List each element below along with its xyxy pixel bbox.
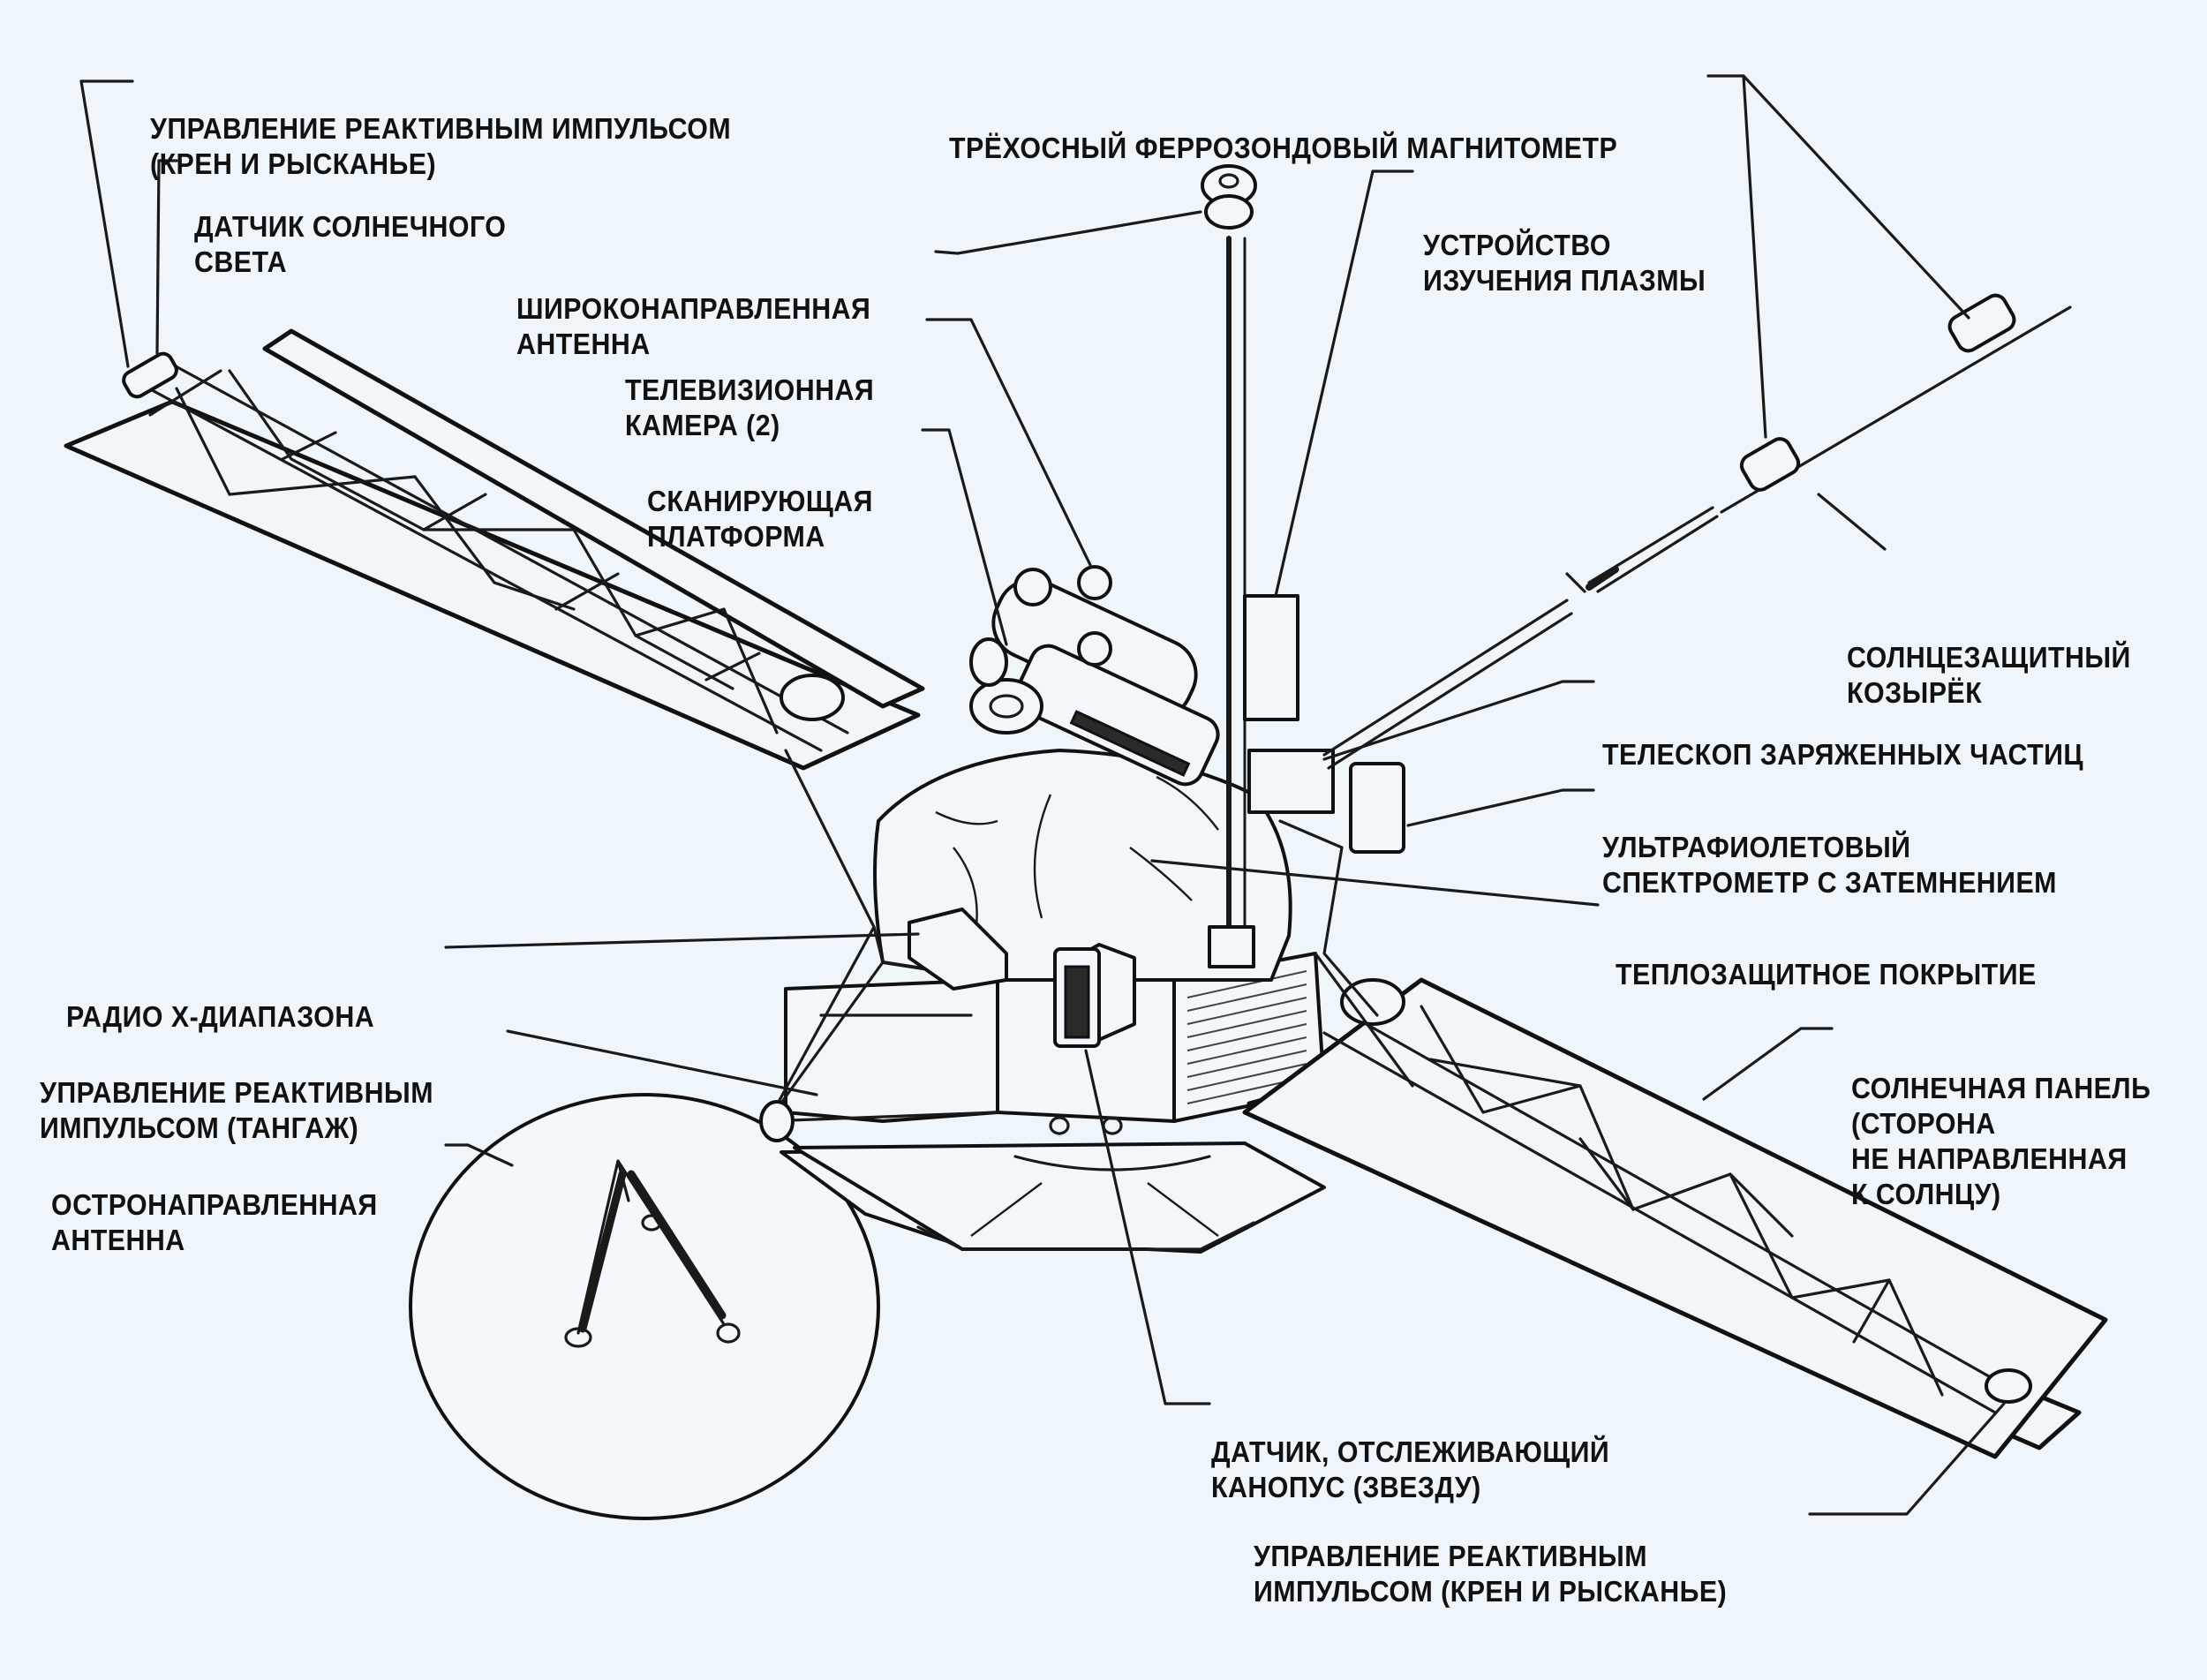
canopus-sensor-box [1053,943,1136,1048]
high-gain-antenna-dish [409,1093,880,1520]
spacecraft-bus-base [780,952,1326,1254]
label-particle-telescope: ТЕЛЕСКОП ЗАРЯЖЕННЫХ ЧАСТИЦ [1602,738,2084,771]
spacecraft-diagram: УПРАВЛЕНИЕ РЕАКТИВНЫМ ИМПУЛЬСОМ(КРЕН И Р… [40,74,2151,1608]
label-x-band-radio: РАДИО X-ДИАПАЗОНА [66,1000,375,1033]
spacecraft-drawing [64,74,2108,1520]
low-gain-antenna-mast [1201,164,1257,968]
instrument-cluster-right [1247,599,1573,854]
solar-panel-left [64,328,925,771]
plasma-probe-box [1243,594,1299,721]
label-magnetometer: ТРЁХОСНЫЙ ФЕРРОЗОНДОВЫЙ МАГНИТОМЕТР [949,132,1618,164]
leader-lines [79,74,2006,1516]
scan-platform-cameras [969,565,1220,787]
label-jet-control-top: УПРАВЛЕНИЕ РЕАКТИВНЫМ ИМПУЛЬСОМ(КРЕН И Р… [150,112,732,180]
magnetometer-boom [1565,293,2072,593]
x-band-radio-box [908,908,1008,991]
label-thermal-shield: ТЕПЛОЗАЩИТНОЕ ПОКРЫТИЕ [1616,958,2037,991]
solar-panel-right [1242,977,2108,1459]
support-struts [759,749,1414,1142]
